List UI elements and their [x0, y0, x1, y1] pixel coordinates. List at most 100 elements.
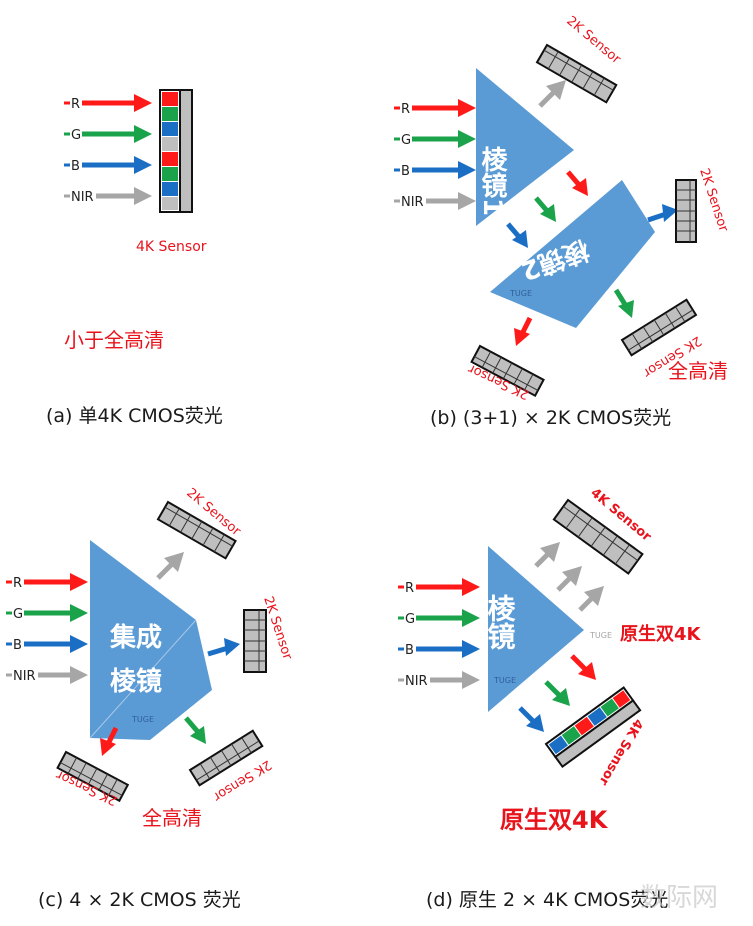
panel-c-sensor-bl — [56, 750, 130, 803]
prism-2 — [490, 180, 655, 328]
input-label-r: R — [13, 576, 22, 591]
panel-d-arrows — [518, 542, 604, 732]
panel-d-native-big: 原生双4K — [500, 806, 609, 834]
input-arrow-head — [462, 671, 480, 689]
input-arrow-head — [458, 99, 476, 117]
arrow-green — [534, 196, 556, 222]
arrow-green — [184, 716, 206, 744]
panel-a-note: 小于全高清 — [64, 328, 164, 352]
arrow-red — [100, 726, 119, 756]
arrow-gray — [538, 80, 566, 108]
input-label-nir: NIR — [401, 195, 424, 210]
panel-d-watermark-2: TUGE — [493, 676, 516, 685]
arrow-gray — [156, 552, 184, 580]
panel-b-note: 全高清 — [668, 359, 728, 383]
panel-a: RG B NIR 4K Sensor 小于全高清 (a) 单4K CMOS荧光 — [46, 89, 223, 427]
input-arrow-b: B — [398, 640, 480, 658]
input-arrow-r: R — [64, 94, 152, 112]
input-arrow-head — [134, 156, 152, 174]
arrow-gray-1 — [534, 542, 560, 568]
input-arrow-nir: NIR — [398, 671, 480, 689]
arrow-gray-2 — [556, 566, 582, 592]
prism-d-label: 棱镜 — [484, 594, 517, 651]
panel-b-watermark: TUGE — [509, 289, 532, 298]
panel-a-sensor-label: 4K Sensor — [136, 239, 207, 255]
input-arrow-head — [462, 640, 480, 658]
arrow-blue — [518, 706, 544, 732]
panel-d-watermark-1: TUGE — [589, 631, 612, 640]
input-arrow-head — [134, 94, 152, 112]
input-label-r: R — [405, 581, 414, 596]
input-arrow-head — [134, 125, 152, 143]
panel-c-arrows — [100, 552, 240, 756]
input-label-b: B — [71, 159, 80, 174]
input-arrow-g: G — [398, 609, 480, 627]
panel-b-arrows — [506, 80, 678, 346]
panel-b-sensor-bl — [470, 344, 545, 398]
input-arrow-head — [70, 666, 88, 684]
input-label-nir: NIR — [71, 190, 94, 205]
input-arrow-g: G — [6, 604, 88, 622]
input-arrow-head — [70, 573, 88, 591]
prism-1-label: 棱镜1 — [477, 146, 507, 216]
arrow-blue — [506, 222, 528, 248]
panel-b-inputs: R G B NIR — [394, 99, 476, 210]
input-arrow-head — [70, 635, 88, 653]
input-label-g: G — [405, 612, 415, 627]
panel-c-sensor-top — [156, 500, 237, 560]
arrow-red — [566, 170, 588, 196]
input-arrow-head — [134, 187, 152, 205]
panel-b-sensor-top — [535, 43, 618, 104]
panel-b-sensor-right — [675, 179, 697, 243]
input-label-b: B — [13, 638, 22, 653]
input-label-b: B — [401, 164, 410, 179]
panel-c-inputs: RG B NIR — [6, 573, 88, 684]
input-arrow-nir: NIR — [394, 192, 476, 210]
input-arrow-nir: NIR — [6, 666, 88, 684]
panel-c-watermark: TUGE — [131, 715, 154, 724]
input-arrow-b: B — [394, 161, 476, 179]
prism-1 — [476, 68, 574, 226]
input-arrow-r: R — [394, 99, 476, 117]
panel-d-inputs: R G B NIR — [398, 578, 480, 689]
panel-b-sensor-br — [620, 298, 698, 357]
input-arrow-head — [462, 609, 480, 627]
arrow-green-down — [613, 288, 634, 318]
panel-b-caption: (b) (3+1) × 2K CMOS荧光 — [430, 407, 671, 429]
input-label-g: G — [401, 133, 411, 148]
input-label-nir: NIR — [405, 674, 428, 689]
integrated-prism-label-1: 集成 — [109, 622, 162, 653]
panel-d-sensor-bottom — [544, 686, 642, 769]
panel-d-native: 原生双4K — [620, 623, 702, 645]
arrow-red — [570, 654, 596, 680]
integrated-prism-label-2: 棱镜 — [110, 666, 162, 697]
arrow-green — [544, 680, 570, 706]
arrow-gray-3 — [578, 586, 604, 612]
input-arrow-b: B — [64, 156, 152, 174]
arrow-red-down — [514, 316, 533, 346]
input-arrow-r: R — [6, 573, 88, 591]
panel-b-sensor-label-right: 2K Sensor — [696, 167, 731, 235]
panel-d-sensor-top — [552, 498, 644, 575]
panel-a-caption: (a) 单4K CMOS荧光 — [46, 405, 223, 427]
arrow-blue — [207, 638, 240, 657]
input-arrow-g: G — [394, 130, 476, 148]
panel-c-sensor-br — [188, 729, 264, 787]
panel-d-caption: (d) 原生 2 × 4K CMOS荧光 — [426, 889, 668, 911]
input-arrow-b: B — [6, 635, 88, 653]
input-arrow-head — [458, 130, 476, 148]
input-arrow-head — [458, 192, 476, 210]
input-arrow-g: G — [64, 125, 152, 143]
site-watermark: 数际网 — [640, 883, 718, 913]
arrow-blue-right — [647, 204, 678, 223]
input-label-b: B — [405, 643, 414, 658]
prism-d — [488, 546, 584, 712]
input-label-r: R — [401, 102, 410, 117]
integrated-prism — [90, 540, 212, 740]
sensor-4k-column — [159, 89, 193, 213]
panel-a-inputs: RG B NIR — [64, 94, 152, 205]
